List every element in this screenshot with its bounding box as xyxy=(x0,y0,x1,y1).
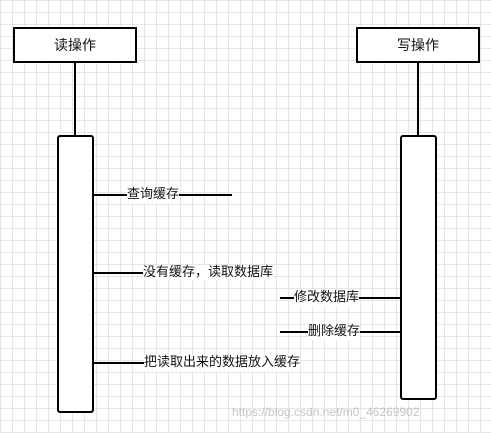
write-activation-bar xyxy=(400,135,437,400)
no-cache-read-db-line xyxy=(94,272,144,274)
watermark: https://blog.csdn.net/m0_46269902 xyxy=(232,405,420,419)
read-operation-label: 读操作 xyxy=(54,38,96,54)
modify-db-message: 修改数据库 xyxy=(294,290,360,306)
put-into-cache-line xyxy=(94,362,144,364)
read-operation-actor: 读操作 xyxy=(13,27,137,63)
read-lifeline xyxy=(74,63,76,136)
write-lifeline xyxy=(417,63,419,136)
write-operation-actor: 写操作 xyxy=(356,27,480,63)
read-activation-bar xyxy=(57,135,94,413)
put-into-cache-message: 把读取出来的数据放入缓存 xyxy=(144,355,301,371)
write-operation-label: 写操作 xyxy=(397,38,439,54)
no-cache-read-db-message: 没有缓存，读取数据库 xyxy=(143,265,274,281)
delete-cache-message: 删除缓存 xyxy=(308,324,361,340)
query-cache-message: 查询缓存 xyxy=(127,187,180,203)
